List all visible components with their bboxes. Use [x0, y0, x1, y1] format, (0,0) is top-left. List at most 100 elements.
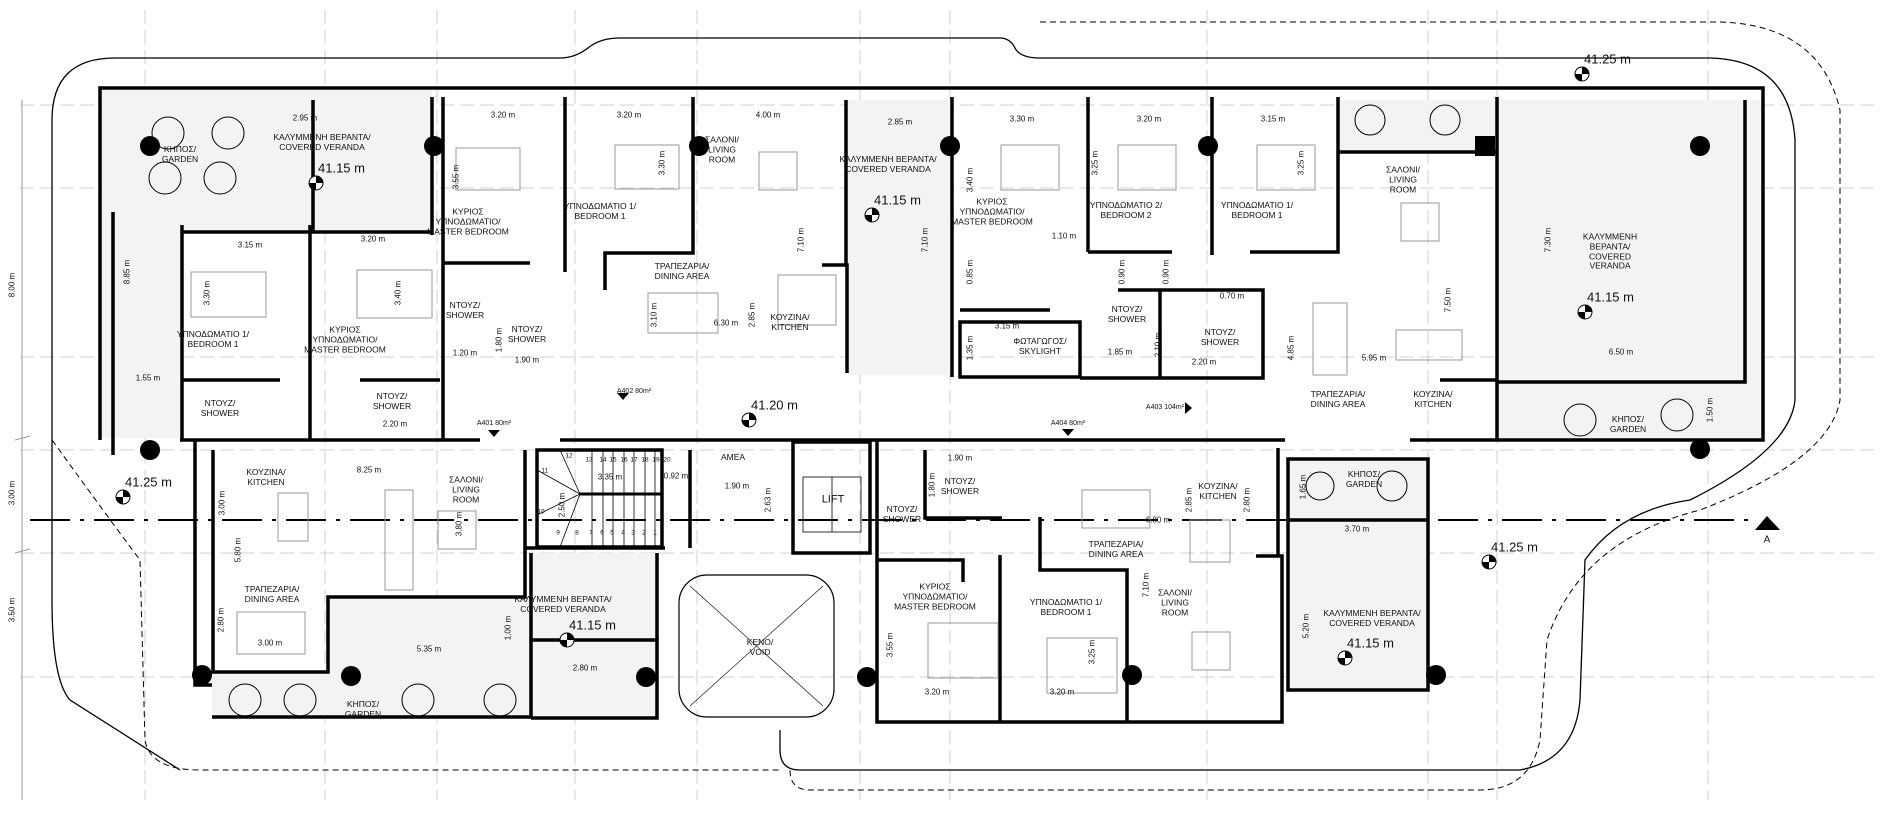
room-label-veranda-a404: ΚΑΛΥΜΜΕΝΗ ΒΕΡΑΝΤΑ/ COVERED VERANDA	[1323, 608, 1421, 628]
level-elevation-label: 41.25 m	[1491, 539, 1538, 555]
room-label-kitchen-a401: ΚΟΥΖΙΝΑ/ KITCHEN	[246, 467, 286, 487]
room-label-bed1-a402: ΥΠΝΟΔΩΜΑΤΙΟ 1/ BEDROOM 1	[563, 201, 637, 221]
room-label-garden-tl: ΚΗΠΟΣ/ GARDEN	[161, 144, 199, 164]
stair-step-number: 10	[537, 508, 545, 516]
dimension-label: 0.85 m	[965, 259, 975, 285]
room-label-garden-a404: ΚΗΠΟΣ/ GARDEN	[1345, 469, 1383, 489]
dimension-label: 6.80 m	[1145, 515, 1171, 525]
dimension-label: 3.00 m	[7, 480, 17, 506]
room-label-kitchen-a404: ΚΟΥΖΙΝΑ/ KITCHEN	[1198, 481, 1238, 501]
dimension-label: 3.15 m	[237, 240, 263, 250]
lift-label: LIFT	[821, 493, 845, 506]
stair-step-number: 13	[585, 456, 593, 464]
room-label-kitchen-a402: ΚΟΥΖΙΝΑ/ KITCHEN	[770, 312, 810, 332]
overall-dimension-chain	[14, 100, 31, 800]
dimension-label: 1.10 m	[1051, 231, 1077, 241]
room-label-garden-right: ΚΗΠΟΣ/ GARDEN	[1609, 414, 1647, 434]
unit-area-tag: A404 80m²	[1050, 419, 1086, 427]
staircase	[536, 449, 662, 548]
dimension-label: 8.25 m	[356, 465, 382, 475]
level-marker-icon	[1577, 304, 1593, 320]
accessible-wc-label: ΑΜΕΑ	[720, 452, 746, 463]
section-marker-label: A	[1763, 534, 1771, 546]
room-label-dining-a404: ΤΡΑΠΕΖΑΡΙΑ/ DINING AREA	[1088, 539, 1144, 559]
dimension-label: 1.90 m	[947, 453, 973, 463]
dimension-label: 1.90 m	[724, 481, 750, 491]
room-label-shower: ΝΤΟΥΖ/ SHOWER	[445, 300, 485, 320]
section-arrow-icon	[1755, 516, 1780, 530]
dimension-label: 3.55 m	[451, 164, 461, 190]
room-label-bed1-a403: ΥΠΝΟΔΩΜΑΤΙΟ 1/ BEDROOM 1	[1220, 200, 1294, 220]
level-elevation-label: 41.15 m	[318, 160, 365, 176]
dimension-label: 1.50 m	[1705, 397, 1715, 423]
void-opening	[678, 574, 835, 718]
stair-step-number: 17	[630, 456, 638, 464]
dimension-label: 2.63 m	[763, 487, 773, 513]
stair-step-number: 8	[575, 529, 579, 537]
dimension-label: 2.50 m	[557, 492, 567, 518]
room-label-veranda-right: ΚΑΛΥΜΜΕΝΗ ΒΕΡΑΝΤΑ/ COVERED VERANDA	[1582, 231, 1638, 271]
room-label-veranda-tl: ΚΑΛΥΜΜΕΝΗ ΒΕΡΑΝΤΑ/ COVERED VERANDA	[273, 132, 371, 152]
dimension-label: 4.00 m	[755, 110, 781, 120]
dimension-label: 6.50 m	[1608, 347, 1634, 357]
dimension-label: 3.25 m	[1296, 150, 1306, 176]
level-marker-icon	[559, 632, 575, 648]
room-label-master-a401: ΚΥΡΙΟΣ ΥΠΝΟΔΩΜΑΤΙΟ/ MASTER BEDROOM	[304, 324, 386, 354]
dimension-label: 2.85 m	[747, 302, 757, 328]
room-label-master-a402: ΚΥΡΙΟΣ ΥΠΝΟΔΩΜΑΤΙΟ/ MASTER BEDROOM	[427, 206, 509, 236]
stair-step-number: 14	[599, 456, 607, 464]
room-label-shower: ΝΤΟΥΖ/ SHOWER	[507, 324, 547, 344]
stair-step-number: 11	[541, 467, 549, 475]
dimension-label: 5.95 m	[1361, 353, 1387, 363]
stair-step-number: 16	[620, 456, 628, 464]
dimension-label: 1.90 m	[514, 355, 540, 365]
stair-step-number: 18	[641, 456, 649, 464]
dimension-label: 1.80 m	[494, 327, 504, 353]
room-label-shower: ΝΤΟΥΖ/ SHOWER	[1200, 327, 1240, 347]
dimension-label: 3.40 m	[393, 280, 403, 306]
room-label-bed2-a403: ΥΠΝΟΔΩΜΑΤΙΟ 2/ BEDROOM 2	[1089, 200, 1163, 220]
setback-line	[51, 21, 1841, 791]
stair-step-number: 15	[609, 456, 617, 464]
dimension-label: 3.30 m	[202, 280, 212, 306]
level-elevation-label: 41.25 m	[125, 474, 172, 490]
dimension-label: 2.85 m	[887, 117, 913, 127]
room-label-skylight: ΦΩΤΑΓΩΓΟΣ/ SKYLIGHT	[1013, 336, 1067, 356]
room-label-living-a402: ΣΑΛΟΝΙ/ LIVING ROOM	[705, 134, 739, 164]
dimension-label: 8.85 m	[122, 259, 132, 285]
level-marker-icon	[741, 412, 757, 428]
dimension-label: 2.20 m	[1191, 357, 1217, 367]
level-marker-icon	[1337, 650, 1353, 666]
level-marker-icon	[308, 175, 324, 191]
stair-step-number: 4	[621, 529, 625, 537]
dimension-label: 2.20 m	[382, 419, 408, 429]
furniture	[190, 144, 1463, 694]
dimension-label: 4.85 m	[1286, 335, 1296, 361]
dimension-label: 2.10 m	[1153, 332, 1163, 358]
room-label-dining-a403: ΤΡΑΠΕΖΑΡΙΑ/ DINING AREA	[1310, 389, 1366, 409]
dimension-label: 1.35 m	[965, 335, 975, 361]
dimension-label: 8.00 m	[7, 272, 17, 298]
room-label-living-a403: ΣΑΛΟΝΙ/ LIVING ROOM	[1386, 164, 1420, 194]
dimension-label: 2.80 m	[572, 663, 598, 673]
dimension-label: 3.20 m	[616, 110, 642, 120]
stair-step-number: 6	[600, 529, 604, 537]
level-elevation-label: 41.15 m	[1347, 635, 1394, 651]
dimension-label: 0.90 m	[1117, 259, 1127, 285]
dimension-label: 7.10 m	[1141, 572, 1151, 598]
room-label-bed1-a401: ΥΠΝΟΔΩΜΑΤΙΟ 1/ BEDROOM 1	[176, 329, 250, 349]
level-elevation-label: 41.15 m	[874, 192, 921, 208]
room-label-shower: ΝΤΟΥΖ/ SHOWER	[372, 391, 412, 411]
room-label-kitchen-a403: ΚΟΥΖΙΝΑ/ KITCHEN	[1413, 389, 1453, 409]
stair-step-number: 7	[589, 529, 593, 537]
dimension-label: 7.50 m	[1443, 287, 1453, 313]
room-label-shower: ΝΤΟΥΖ/ SHOWER	[882, 504, 922, 524]
dimension-label: 5.35 m	[416, 644, 442, 654]
dimension-label: 3.10 m	[649, 302, 659, 328]
dimension-label: 3.30 m	[1009, 114, 1035, 124]
dimension-label: 0.92 m	[663, 471, 689, 481]
room-label-shower: ΝΤΟΥΖ/ SHOWER	[940, 476, 980, 496]
dimension-label: 1.00 m	[503, 615, 513, 641]
room-label-shower: ΝΤΟΥΖ/ SHOWER	[200, 398, 240, 418]
